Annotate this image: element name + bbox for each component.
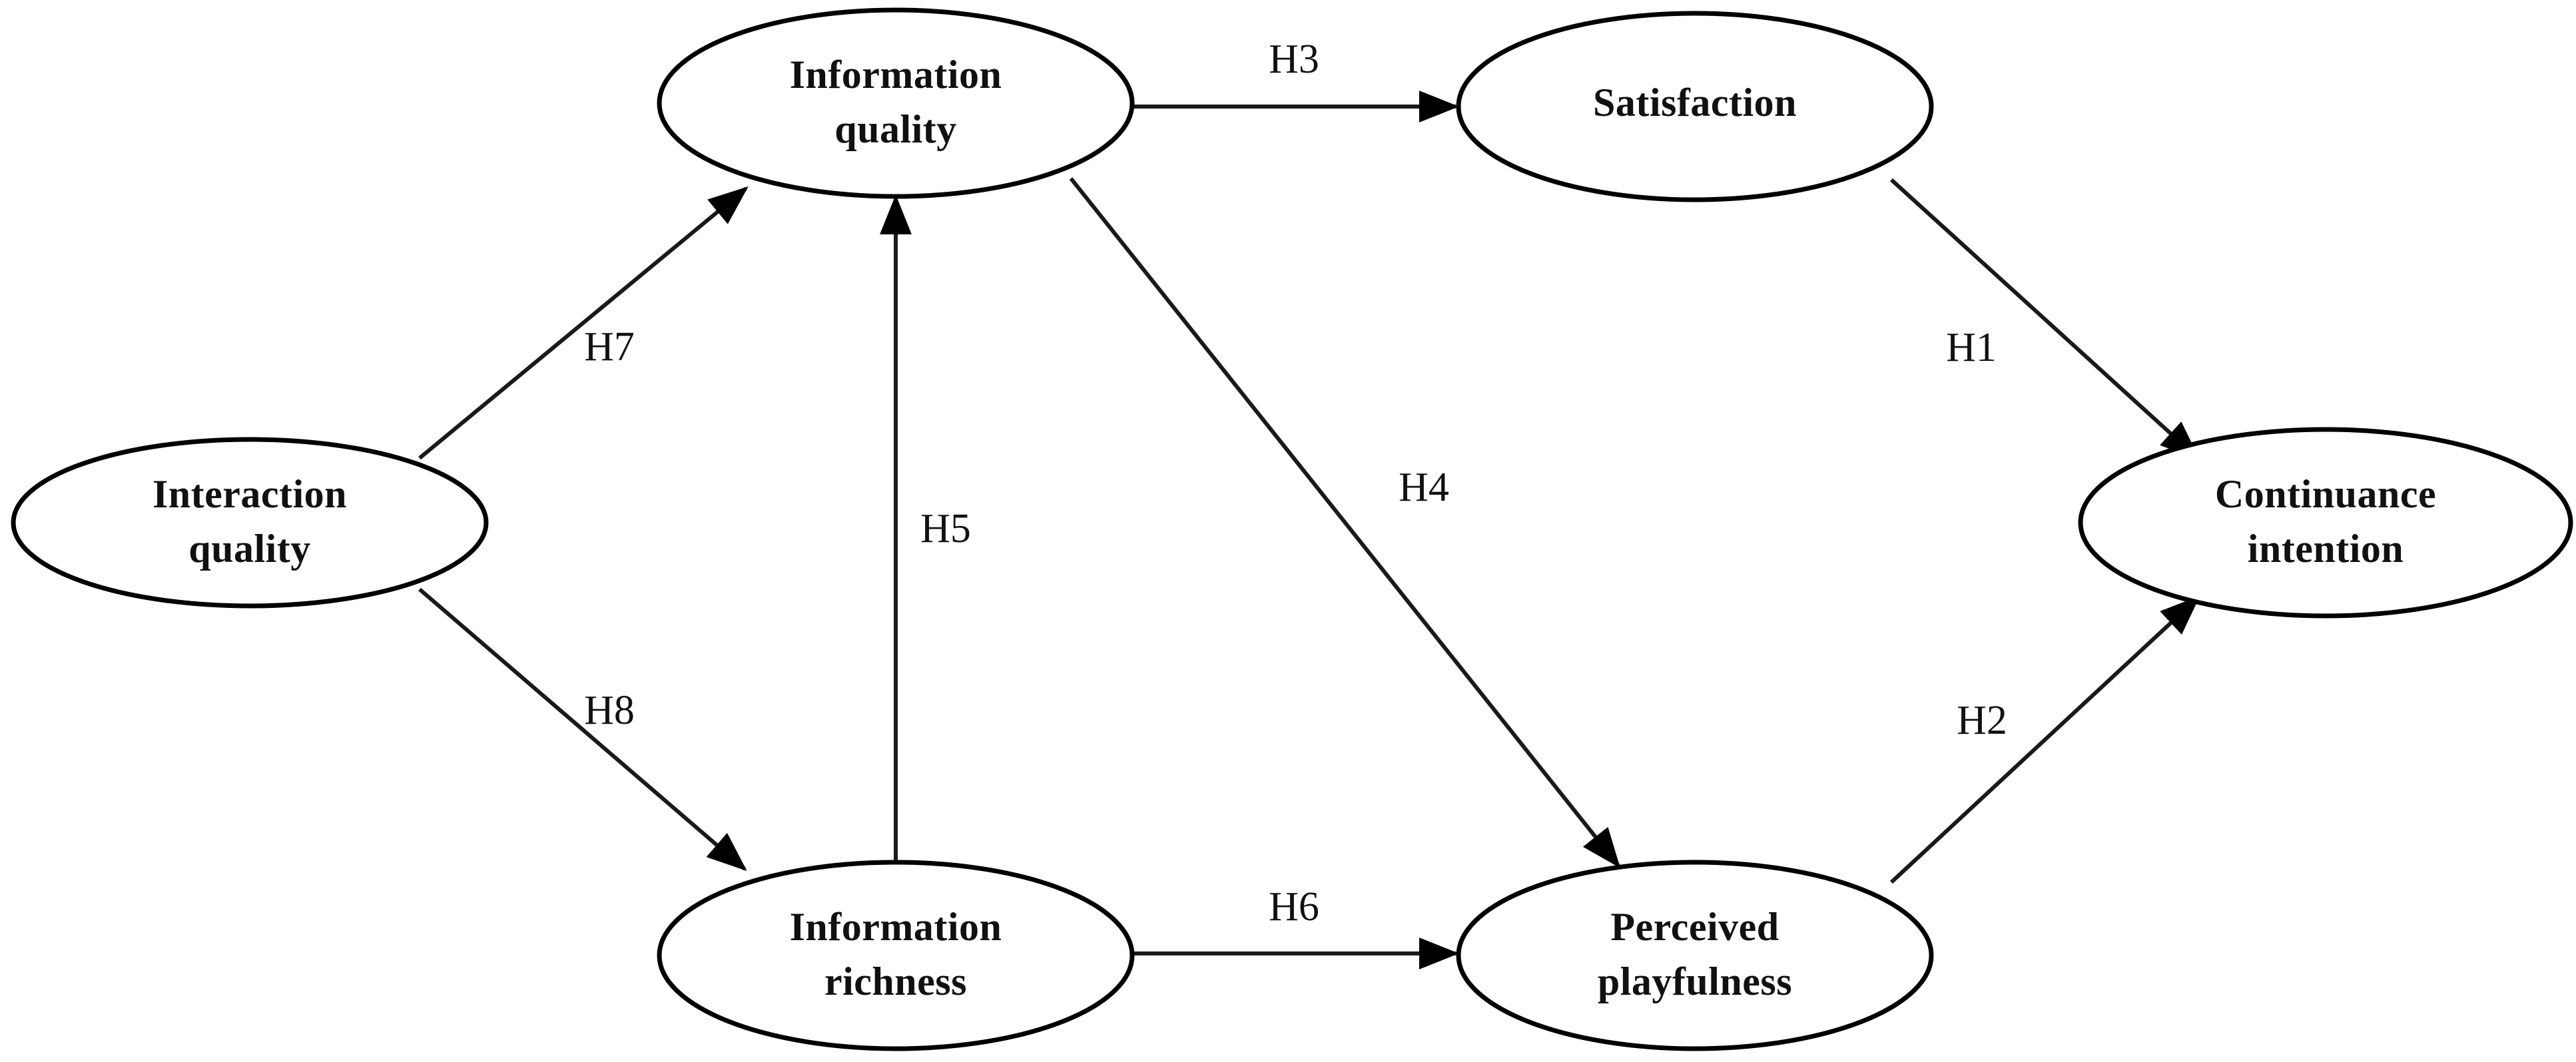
node-perceived-playfulness-label-line1: Perceived (1610, 905, 1779, 949)
node-interaction-quality[interactable]: Interaction quality (11, 437, 489, 609)
edge-h3-label: H3 (1269, 37, 1319, 82)
edge-h5[interactable]: H5 (880, 194, 971, 862)
edge-h2-label: H2 (1957, 698, 2007, 743)
edge-h4[interactable]: H4 (1069, 177, 1620, 868)
edge-h6[interactable]: H6 (1132, 884, 1459, 969)
node-continuance-intention-shape (2078, 427, 2573, 619)
edge-h7[interactable]: H7 (418, 186, 749, 460)
node-information-quality-label-line1: Information (790, 53, 1002, 97)
node-information-quality-shape (657, 7, 1135, 199)
node-continuance-intention-label-line1: Continuance (2215, 472, 2436, 516)
node-interaction-quality-label-line2: quality (188, 527, 311, 571)
node-satisfaction-shape (1456, 11, 1934, 202)
edge-h4-line (1069, 177, 1620, 868)
node-information-richness[interactable]: Information richness (657, 860, 1135, 1051)
node-perceived-playfulness[interactable]: Perceived playfulness (1456, 860, 1934, 1051)
edge-h7-line (418, 186, 749, 460)
edge-h1-label: H1 (1946, 325, 1997, 370)
edge-h3[interactable]: H3 (1132, 37, 1459, 123)
node-information-quality[interactable]: Information quality (657, 7, 1135, 199)
edge-h6-label: H6 (1269, 884, 1319, 929)
node-satisfaction[interactable]: Satisfaction (1456, 11, 1934, 202)
node-perceived-playfulness-label-line2: playfulness (1598, 959, 1792, 1003)
node-information-quality-label-line2: quality (834, 107, 957, 151)
edge-h8-line (418, 587, 747, 872)
edge-h1-line (1889, 178, 2200, 461)
node-information-richness-label-line2: richness (824, 959, 967, 1003)
edge-h1[interactable]: H1 (1889, 178, 2200, 461)
edge-h8-label: H8 (584, 688, 635, 733)
edge-h8[interactable]: H8 (418, 587, 747, 872)
edge-h5-label: H5 (920, 506, 971, 551)
node-continuance-intention[interactable]: Continuance intention (2078, 427, 2573, 619)
edge-h4-label: H4 (1399, 465, 1449, 510)
node-group: Information quality Satisfaction Interac… (11, 7, 2573, 1051)
node-information-richness-shape (657, 860, 1135, 1051)
edge-h2-line (1889, 595, 2200, 884)
node-continuance-intention-label-line2: intention (2248, 527, 2404, 571)
node-information-richness-label-line1: Information (790, 905, 1002, 949)
node-perceived-playfulness-shape (1456, 860, 1934, 1051)
node-interaction-quality-label-line1: Interaction (153, 472, 347, 516)
edge-h2[interactable]: H2 (1889, 595, 2200, 884)
edge-group: H7 H8 H5 H3 H4 H6 (418, 37, 2200, 969)
node-interaction-quality-shape (11, 437, 489, 609)
edge-h7-label: H7 (584, 324, 635, 370)
node-satisfaction-label-line1: Satisfaction (1593, 81, 1797, 125)
